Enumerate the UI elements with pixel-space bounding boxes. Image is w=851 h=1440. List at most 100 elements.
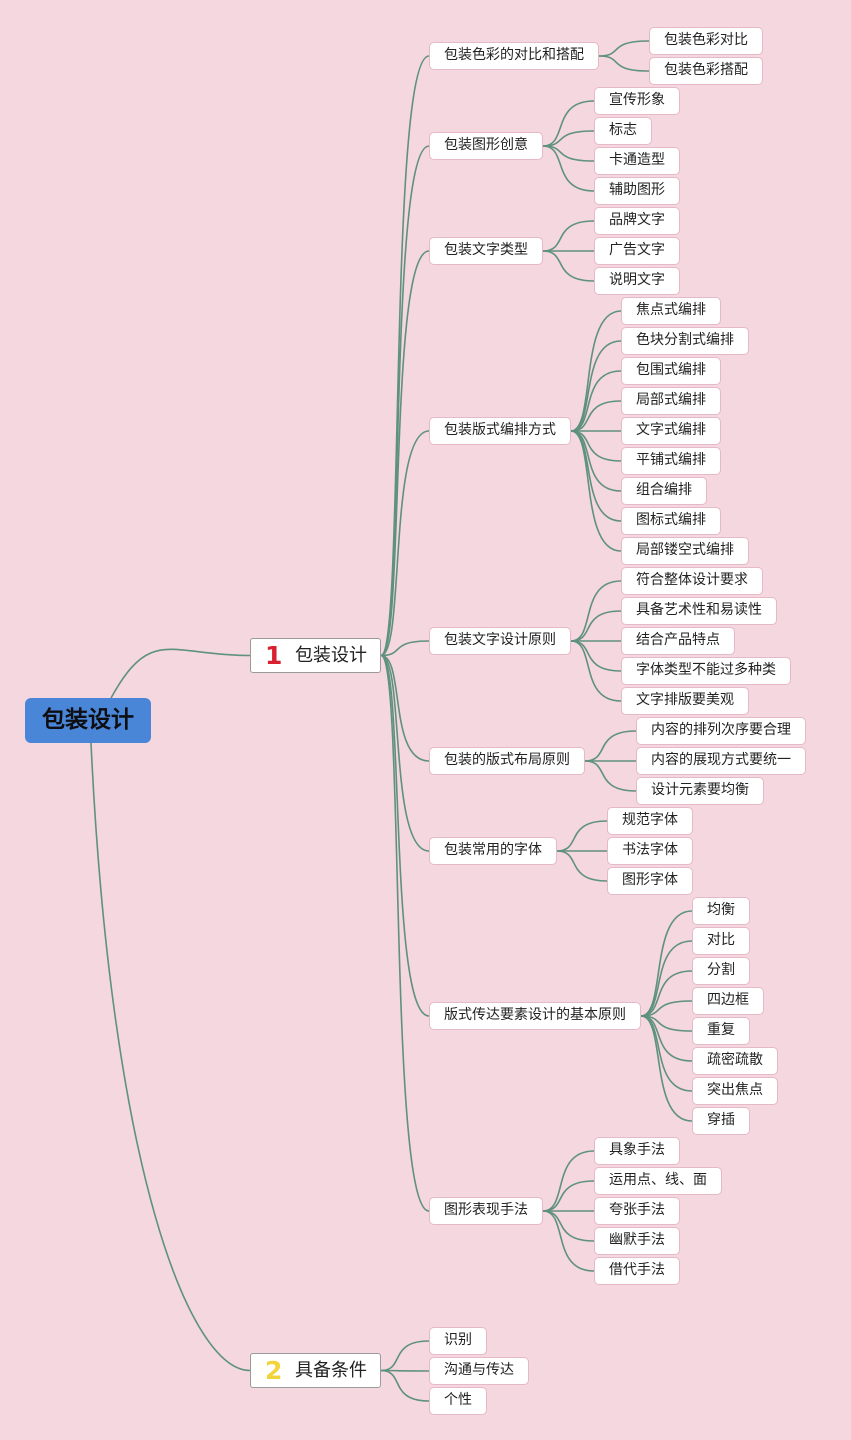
- leaf-node[interactable]: 包装色彩搭配: [649, 57, 763, 85]
- leaf-node[interactable]: 品牌文字: [594, 207, 680, 235]
- leaf-node[interactable]: 设计元素要均衡: [636, 777, 764, 805]
- category-node[interactable]: 沟通与传达: [429, 1357, 529, 1385]
- leaf-node-label: 书法字体: [622, 842, 678, 858]
- connector-cat8-leaf3: [542, 1210, 595, 1242]
- category-node-label: 个性: [444, 1392, 472, 1408]
- connector-cat3-leaf1: [570, 340, 622, 432]
- category-node[interactable]: 图形表现手法: [429, 1197, 543, 1225]
- connector-cat3-leaf3: [570, 400, 622, 432]
- connector-cat8-leaf4: [542, 1210, 595, 1272]
- connector-cat2-leaf2: [542, 250, 595, 282]
- leaf-node[interactable]: 焦点式编排: [621, 297, 721, 325]
- leaf-node[interactable]: 规范字体: [607, 807, 693, 835]
- category-node[interactable]: 识别: [429, 1327, 487, 1355]
- connector-branch0-cat7: [380, 654, 430, 1017]
- connector-cat4-leaf4: [570, 640, 622, 702]
- connector-cat3-leaf8: [570, 430, 622, 552]
- category-node[interactable]: 个性: [429, 1387, 487, 1415]
- leaf-node[interactable]: 内容的排列次序要合理: [636, 717, 806, 745]
- leaf-node-label: 包围式编排: [636, 362, 706, 378]
- category-node[interactable]: 包装的版式布局原则: [429, 747, 585, 775]
- category-node[interactable]: 包装文字类型: [429, 237, 543, 265]
- leaf-node[interactable]: 广告文字: [594, 237, 680, 265]
- leaf-node-label: 规范字体: [622, 812, 678, 828]
- category-node-label: 沟通与传达: [444, 1362, 514, 1378]
- connector-cat5-leaf0: [584, 730, 637, 762]
- connector-branch1-cat0: [380, 1340, 430, 1372]
- leaf-node[interactable]: 字体类型不能过多种类: [621, 657, 791, 685]
- leaf-node[interactable]: 平铺式编排: [621, 447, 721, 475]
- leaf-node[interactable]: 说明文字: [594, 267, 680, 295]
- leaf-node[interactable]: 卡通造型: [594, 147, 680, 175]
- leaf-node[interactable]: 均衡: [692, 897, 750, 925]
- category-node[interactable]: 版式传达要素设计的基本原则: [429, 1002, 641, 1030]
- leaf-node-label: 文字式编排: [636, 422, 706, 438]
- category-node-label: 包装版式编排方式: [444, 422, 556, 438]
- root-node-label: 包装设计: [42, 707, 134, 733]
- category-node[interactable]: 包装文字设计原则: [429, 627, 571, 655]
- leaf-node-label: 图形字体: [622, 872, 678, 888]
- connector-cat5-leaf2: [584, 760, 637, 792]
- leaf-node-label: 辅助图形: [609, 182, 665, 198]
- connector-branch0-cat0: [380, 55, 430, 657]
- leaf-node[interactable]: 疏密疏散: [692, 1047, 778, 1075]
- leaf-node[interactable]: 文字式编排: [621, 417, 721, 445]
- leaf-node[interactable]: 标志: [594, 117, 652, 145]
- leaf-node[interactable]: 局部镂空式编排: [621, 537, 749, 565]
- leaf-node-label: 色块分割式编排: [636, 332, 734, 348]
- category-node[interactable]: 包装版式编排方式: [429, 417, 571, 445]
- leaf-node-label: 标志: [609, 122, 637, 138]
- leaf-node-label: 夸张手法: [609, 1202, 665, 1218]
- leaf-node[interactable]: 突出焦点: [692, 1077, 778, 1105]
- leaf-node[interactable]: 包装色彩对比: [649, 27, 763, 55]
- root-node[interactable]: 包装设计: [25, 698, 151, 743]
- leaf-node[interactable]: 色块分割式编排: [621, 327, 749, 355]
- leaf-node[interactable]: 图标式编排: [621, 507, 721, 535]
- leaf-node[interactable]: 夸张手法: [594, 1197, 680, 1225]
- leaf-node[interactable]: 借代手法: [594, 1257, 680, 1285]
- branch-number-badge: 2: [265, 1356, 283, 1385]
- connector-cat8-leaf0: [542, 1150, 595, 1212]
- leaf-node[interactable]: 组合编排: [621, 477, 707, 505]
- connector-cat6-leaf2: [556, 850, 608, 882]
- connector-cat3-leaf7: [570, 430, 622, 522]
- leaf-node[interactable]: 内容的展现方式要统一: [636, 747, 806, 775]
- leaf-node[interactable]: 四边框: [692, 987, 764, 1015]
- leaf-node-label: 焦点式编排: [636, 302, 706, 318]
- leaf-node[interactable]: 分割: [692, 957, 750, 985]
- category-node-label: 包装常用的字体: [444, 842, 542, 858]
- leaf-node-label: 图标式编排: [636, 512, 706, 528]
- leaf-node[interactable]: 宣传形象: [594, 87, 680, 115]
- leaf-node[interactable]: 幽默手法: [594, 1227, 680, 1255]
- leaf-node[interactable]: 具象手法: [594, 1137, 680, 1165]
- leaf-node[interactable]: 文字排版要美观: [621, 687, 749, 715]
- leaf-node[interactable]: 辅助图形: [594, 177, 680, 205]
- category-node[interactable]: 包装图形创意: [429, 132, 543, 160]
- leaf-node[interactable]: 重复: [692, 1017, 750, 1045]
- leaf-node[interactable]: 局部式编排: [621, 387, 721, 415]
- category-node[interactable]: 包装色彩的对比和搭配: [429, 42, 599, 70]
- connector-root-branch-0: [110, 648, 251, 699]
- leaf-node[interactable]: 包围式编排: [621, 357, 721, 385]
- category-node-label: 版式传达要素设计的基本原则: [444, 1007, 626, 1023]
- leaf-node-label: 广告文字: [609, 242, 665, 258]
- leaf-node[interactable]: 结合产品特点: [621, 627, 735, 655]
- leaf-node-label: 运用点、线、面: [609, 1172, 707, 1188]
- connector-cat0-leaf0: [598, 40, 650, 57]
- leaf-node-label: 借代手法: [609, 1262, 665, 1278]
- leaf-node[interactable]: 具备艺术性和易读性: [621, 597, 777, 625]
- leaf-node[interactable]: 图形字体: [607, 867, 693, 895]
- leaf-node[interactable]: 书法字体: [607, 837, 693, 865]
- leaf-node[interactable]: 对比: [692, 927, 750, 955]
- connector-root-branch-1: [90, 742, 251, 1372]
- connector-branch0-cat4: [380, 640, 430, 657]
- category-node[interactable]: 包装常用的字体: [429, 837, 557, 865]
- connector-cat7-leaf2: [640, 970, 693, 1017]
- leaf-node-label: 局部镂空式编排: [636, 542, 734, 558]
- leaf-node[interactable]: 运用点、线、面: [594, 1167, 722, 1195]
- leaf-node[interactable]: 符合整体设计要求: [621, 567, 763, 595]
- leaf-node[interactable]: 穿插: [692, 1107, 750, 1135]
- category-node-label: 包装文字设计原则: [444, 632, 556, 648]
